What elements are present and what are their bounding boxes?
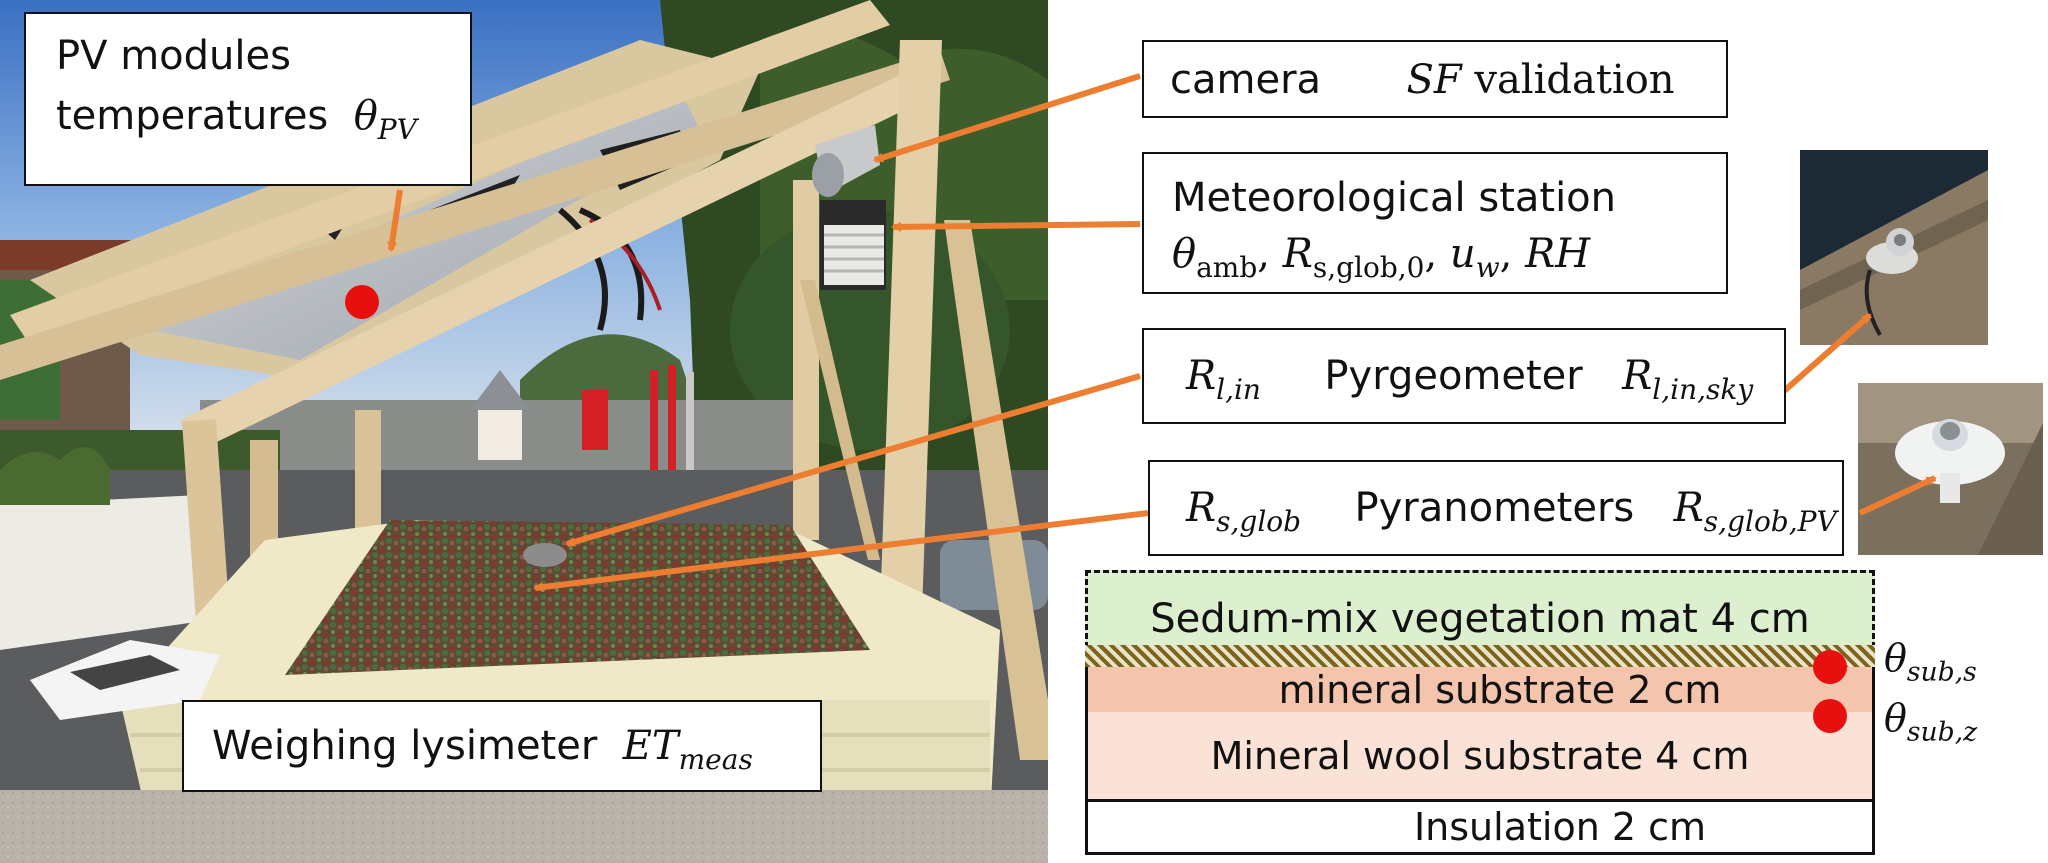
- meteorological-station-label: Meteorological station θamb, Rs,glob,0, …: [1142, 152, 1728, 294]
- shortwave-global-pv-symbol: Rs,glob,PV: [1673, 485, 1837, 538]
- validation-text: validation: [1474, 57, 1675, 103]
- shortwave-global-symbol: Rs,glob: [1186, 485, 1302, 538]
- layer-mineral-substrate: mineral substrate 2 cm: [1085, 667, 1875, 715]
- layer-mineral-wool: Mineral wool substrate 4 cm: [1085, 712, 1875, 802]
- pyranometers-text: Pyranometers: [1354, 485, 1635, 531]
- pyranometer-inset-photo: [1858, 383, 2043, 555]
- arrow-pyrgeometer-inset: [1781, 312, 1872, 395]
- pv-temperature-symbol: θPV: [353, 93, 417, 146]
- pv-temperature-sensor-dot: [345, 285, 379, 319]
- met-station-title: Meteorological station: [1172, 175, 1617, 221]
- pyrgeometer-text: Pyrgeometer: [1324, 353, 1583, 399]
- arrow-meteorological-station: [891, 221, 1141, 232]
- pv-modules-line1: PV modules: [56, 33, 291, 79]
- arrow-pyranometer-inset: [1858, 475, 1937, 516]
- longwave-in-symbol: Rl,in: [1186, 353, 1261, 406]
- pyrgeometer-label: Rl,in Pyrgeometer Rl,in,sky: [1142, 328, 1786, 424]
- test-site-photo: [0, 0, 1048, 863]
- theta-sub-z-label: θsub,z: [1884, 696, 1978, 748]
- weighing-lysimeter-label: Weighing lysimeter ETmeas: [182, 700, 822, 792]
- layer-vegetation-mat: Sedum-mix vegetation mat 4 cm: [1085, 570, 1875, 648]
- lysimeter-text: Weighing lysimeter: [212, 723, 598, 769]
- arrow-pyranometer: [533, 510, 1149, 592]
- pyranometers-label: Rs,glob Pyranometers Rs,glob,PV: [1148, 460, 1844, 556]
- substrate-depth-sensor-dot: [1813, 699, 1847, 733]
- et-meas-symbol: ETmeas: [622, 723, 753, 776]
- camera-text: camera: [1170, 57, 1322, 103]
- layer-mineral-wool-label: Mineral wool substrate 4 cm: [1210, 733, 1750, 778]
- vegetation-bed: [285, 520, 870, 675]
- pv-temperatures-label: PV modules temperatures θPV: [24, 12, 472, 186]
- layer-mineral-substrate-label: mineral substrate 2 cm: [1278, 667, 1722, 712]
- arrow-pyrgeometer: [565, 373, 1141, 547]
- layer-vegetation-label: Sedum-mix vegetation mat 4 cm: [1150, 596, 1810, 642]
- met-station-variables: θamb, Rs,glob,0, uw, RH: [1172, 231, 1591, 284]
- substrate-surface-sensor-dot: [1813, 650, 1847, 684]
- layer-vegetation-base-pattern: [1085, 645, 1875, 667]
- camera-label: camera SF validation: [1142, 40, 1728, 118]
- arrow-pv-temperature: [387, 189, 403, 252]
- theta-sub-s-label: θsub,s: [1884, 636, 1977, 688]
- sf-symbol: SF: [1406, 57, 1462, 103]
- layer-insulation-label: Insulation 2 cm: [1413, 805, 1707, 849]
- longwave-in-sky-symbol: Rl,in,sky: [1622, 353, 1754, 406]
- pyrgeometer-inset-photo: [1800, 150, 1988, 345]
- pv-modules-line2: temperatures: [56, 93, 329, 139]
- arrow-camera: [873, 73, 1141, 163]
- layer-insulation: Insulation 2 cm: [1085, 799, 1875, 855]
